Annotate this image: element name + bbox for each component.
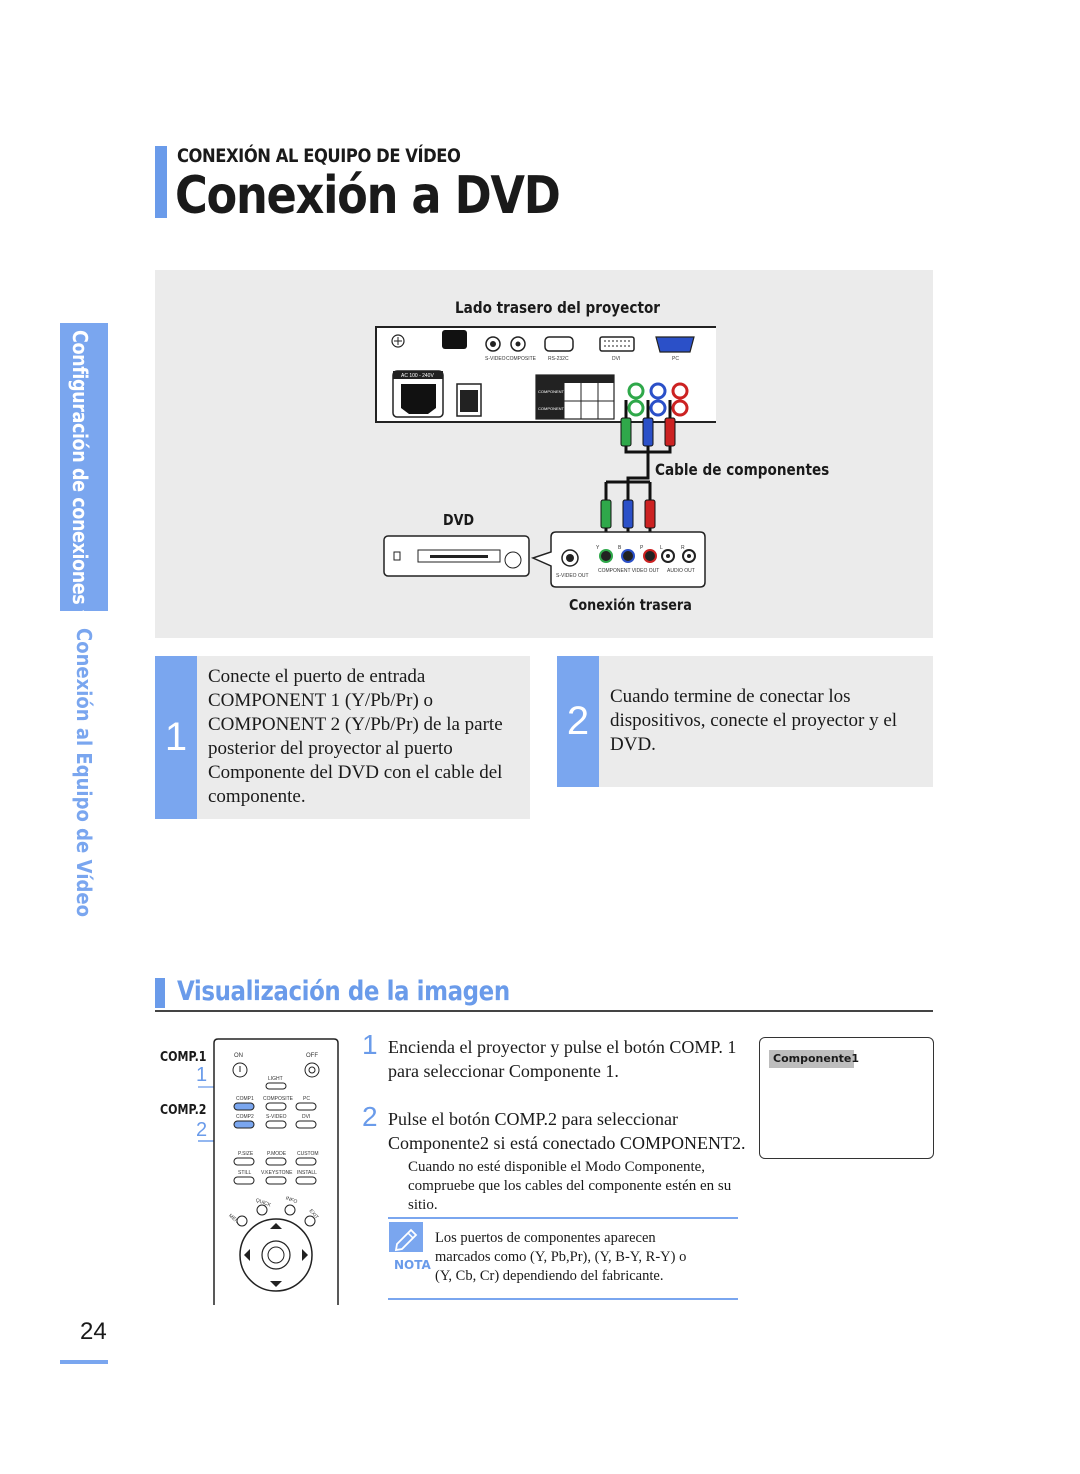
cable-label: Cable de componentes [655, 460, 830, 479]
step-2-number: 2 [557, 656, 599, 787]
note-pencil-icon [389, 1222, 423, 1252]
instruction-1-number: 1 [362, 1029, 378, 1060]
step-1-line: COMPONENT 1 (Y/Pb/Pr) o [208, 690, 434, 711]
btn-off-label: OFF [306, 1053, 318, 1059]
btn-pmode-label: P.MODE [267, 1151, 287, 1157]
comp2-remote-label: COMP.2 [160, 1103, 207, 1118]
title-accent-bar [155, 146, 167, 218]
instruction-2-line: Pulse el botón COMP.2 para seleccionar [388, 1109, 678, 1129]
remote-control: ON OFF LIGHT COMP1 COMPOSITE PC COMP2 S-… [198, 1038, 339, 1305]
hint-line: Cuando no esté disponible el Modo Compon… [408, 1159, 706, 1175]
step-1-line: componente. [208, 786, 306, 807]
instruction-1-line: para seleccionar Componente 1. [388, 1061, 619, 1081]
instruction-2: 2 Pulse el botón COMP.2 para seleccionar… [362, 1103, 746, 1155]
dvd-audio-out: AUDIO OUT [667, 568, 695, 574]
btn-pc-label: PC [303, 1096, 310, 1102]
hint-text: Cuando no esté disponible el Modo Compon… [408, 1158, 731, 1215]
diagram-drawing: S-VIDEO COMPOSITE RS-232C DVI PC AC 100 … [375, 326, 716, 588]
note-text: Los puertos de componentes aparecen marc… [435, 1229, 735, 1286]
dvd-rear-callout: Y B P L R S-VIDEO OUT COMPONENT VIDEO OU… [530, 531, 706, 588]
btn-comp1-label: COMP1 [236, 1096, 254, 1102]
note-label: NOTA [394, 1258, 431, 1272]
step-1-line: posterior del proyector al puerto [208, 738, 453, 759]
step-1-number: 1 [155, 656, 197, 819]
btn-comp2-label: COMP2 [236, 1114, 254, 1120]
btn-vkeystone-label: V.KEYSTONE [261, 1170, 293, 1176]
dvd-port-r: R [681, 545, 685, 551]
hint-line: compruebe que los cables del componente … [408, 1178, 732, 1194]
btn-svideo-label: S-VIDEO [266, 1114, 287, 1120]
note-line: (Y, Cb, Cr) dependiendo del fabricante. [435, 1268, 664, 1284]
port-label-rs232c: RS-232C [548, 356, 569, 362]
btn-dvi-label: DVI [302, 1114, 310, 1120]
osd-source-label: Componente1 [769, 1050, 859, 1068]
dvd-port-b: B [618, 545, 622, 551]
page-number-underline [60, 1360, 108, 1364]
btn-composite-label: COMPOSITE [263, 1096, 294, 1102]
comp2-label: COMPONENT 2 [538, 406, 568, 411]
instruction-1: 1 Encienda el proyector y pulse el botón… [362, 1031, 737, 1083]
chapter-tab [60, 323, 108, 611]
dvd-port-y: Y [596, 545, 600, 551]
step-1-text: Conecte el puerto de entrada COMPONENT 1… [208, 665, 503, 809]
btn-custom-label: CUSTOM [297, 1151, 319, 1157]
step-1-box: 1 Conecte el puerto de entrada COMPONENT… [155, 656, 530, 819]
step-2-line: dispositivos, conecte el proyector y el [610, 710, 898, 731]
btn-still-label: STILL [238, 1170, 252, 1176]
note-bottom-rule [388, 1298, 738, 1300]
instruction-1-line: Encienda el proyector y pulse el botón C… [388, 1037, 737, 1057]
page-number: 24 [80, 1318, 107, 1345]
power-label: AC 100 - 240V [401, 373, 434, 379]
section2-title: Visualización de la imagen [177, 976, 510, 1007]
note-top-rule [388, 1217, 738, 1219]
note-line: marcados como (Y, Pb,Pr), (Y, B-Y, R-Y) … [435, 1249, 687, 1265]
dvd-label: DVD [443, 511, 475, 529]
comp1-remote-label: COMP.1 [160, 1050, 207, 1065]
remote-step-1: 1 [196, 1064, 208, 1086]
step-1-line: Componente del DVD con el cable del [208, 762, 503, 783]
btn-psize-label: P.SIZE [238, 1151, 254, 1157]
btn-light-label: LIGHT [268, 1076, 283, 1082]
section2-rule [155, 1010, 933, 1012]
hint-line: sitio. [408, 1197, 438, 1213]
dvd-component-out: COMPONENT VIDEO OUT [598, 568, 659, 574]
step-2-box: 2 Cuando termine de conectar los disposi… [557, 656, 933, 787]
btn-on-label: ON [234, 1053, 243, 1059]
btn-quick-label: QUICK [255, 1197, 273, 1208]
step-2-line: Cuando termine de conectar los [610, 686, 851, 707]
port-label-composite: COMPOSITE [506, 356, 537, 362]
comp1-label: COMPONENT 1 [538, 389, 568, 394]
osd-preview: Componente1 [759, 1037, 934, 1159]
page-title: Conexión a DVD [175, 166, 561, 226]
chapter-tab-label: Configuración de conexiones y fuente [68, 330, 92, 690]
instruction-2-line: Componente2 si está conectado COMPONENT2… [388, 1133, 746, 1153]
remote-step-2: 2 [196, 1119, 208, 1141]
note-line: Los puertos de componentes aparecen [435, 1230, 656, 1246]
btn-info-label: INFO [285, 1195, 298, 1205]
rear-connection-label: Conexión trasera [569, 596, 692, 614]
dvd-player [383, 535, 530, 577]
port-label-pc: PC [672, 356, 679, 362]
step-2-text: Cuando termine de conectar los dispositi… [610, 685, 897, 757]
projector-rear-label: Lado trasero del proyector [455, 298, 660, 317]
instruction-2-number: 2 [362, 1101, 378, 1132]
dvd-svideo-out: S-VIDEO OUT [556, 573, 589, 579]
dvd-port-p: P [640, 545, 644, 551]
port-label-dvi: DVI [612, 356, 620, 362]
btn-install-label: INSTALL [297, 1170, 317, 1176]
section2-accent-bar [155, 978, 165, 1008]
step-1-line: Conecte el puerto de entrada [208, 666, 426, 687]
dvd-port-l: L [660, 545, 663, 551]
section-subtitle: CONEXIÓN AL EQUIPO DE VÍDEO [177, 145, 461, 167]
port-label-svideo: S-VIDEO [485, 356, 506, 362]
projector-back-panel: S-VIDEO COMPOSITE RS-232C DVI PC AC 100 … [375, 326, 716, 423]
step-1-line: COMPONENT 2 (Y/Pb/Pr) de la parte [208, 714, 503, 735]
component-cable [600, 400, 676, 548]
btn-exit-label: EXIT [308, 1208, 320, 1220]
step-2-line: DVD. [610, 734, 656, 755]
section-tab-label: Conexión al Equipo de Vídeo [72, 628, 96, 918]
